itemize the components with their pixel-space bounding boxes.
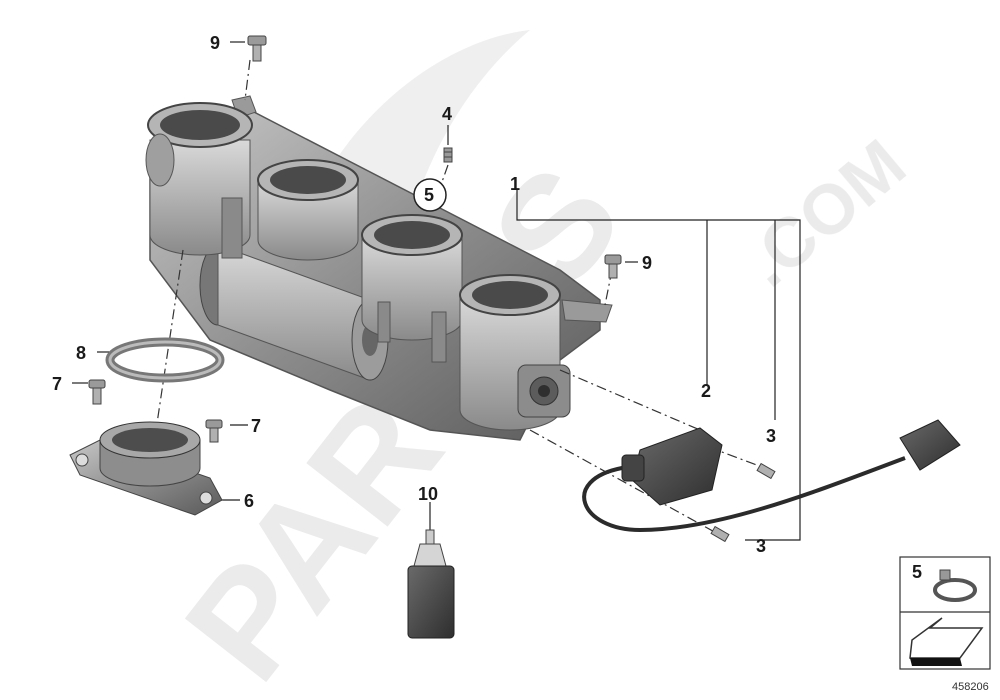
bolt-9-top [247, 35, 267, 62]
screw-7-right [205, 419, 223, 443]
callout-3-upper: 3 [766, 426, 776, 446]
callout-7-left: 7 [52, 374, 62, 394]
bore-2 [257, 159, 359, 261]
bore-3 [361, 214, 463, 343]
callout-1: 1 [510, 174, 520, 194]
arrow-icon [909, 617, 984, 666]
hose-clamp-8 [105, 337, 225, 383]
callout-3-lower: 3 [756, 536, 766, 556]
screw-3-upper [756, 462, 776, 480]
clamp-icon [933, 569, 977, 602]
vent-nipple-4 [443, 147, 453, 163]
bore-1 [145, 102, 253, 256]
callout-6: 6 [244, 491, 254, 511]
callout-labels: 1 2 3 3 4 5 6 7 7 8 9 9 10 [52, 33, 776, 556]
callout-4: 4 [442, 104, 452, 124]
grease-tube-10 [407, 529, 455, 639]
legend-box: 5 [899, 556, 991, 670]
callout-5: 5 [424, 185, 434, 205]
diagram-number: 458206 [952, 681, 989, 693]
callout-9-top: 9 [210, 33, 220, 53]
bolt-9-right [604, 254, 622, 279]
screw-7-left [88, 379, 106, 405]
sensor-mount-flange [517, 364, 571, 418]
callout-8: 8 [76, 343, 86, 363]
intake-flange-6 [69, 421, 223, 516]
callout-7-right: 7 [251, 416, 261, 436]
legend-item-5: 5 [912, 562, 922, 582]
throttle-body-assembly [145, 95, 613, 441]
throttle-actuator-motor [199, 244, 389, 381]
callout-10: 10 [418, 484, 438, 504]
screw-3-lower [710, 525, 730, 543]
callout-9-right: 9 [642, 253, 652, 273]
throttle-position-sensor-2 [582, 419, 961, 533]
callout-2: 2 [701, 381, 711, 401]
callout-5-circle [413, 178, 447, 212]
watermark-domain: .COM [730, 124, 920, 301]
